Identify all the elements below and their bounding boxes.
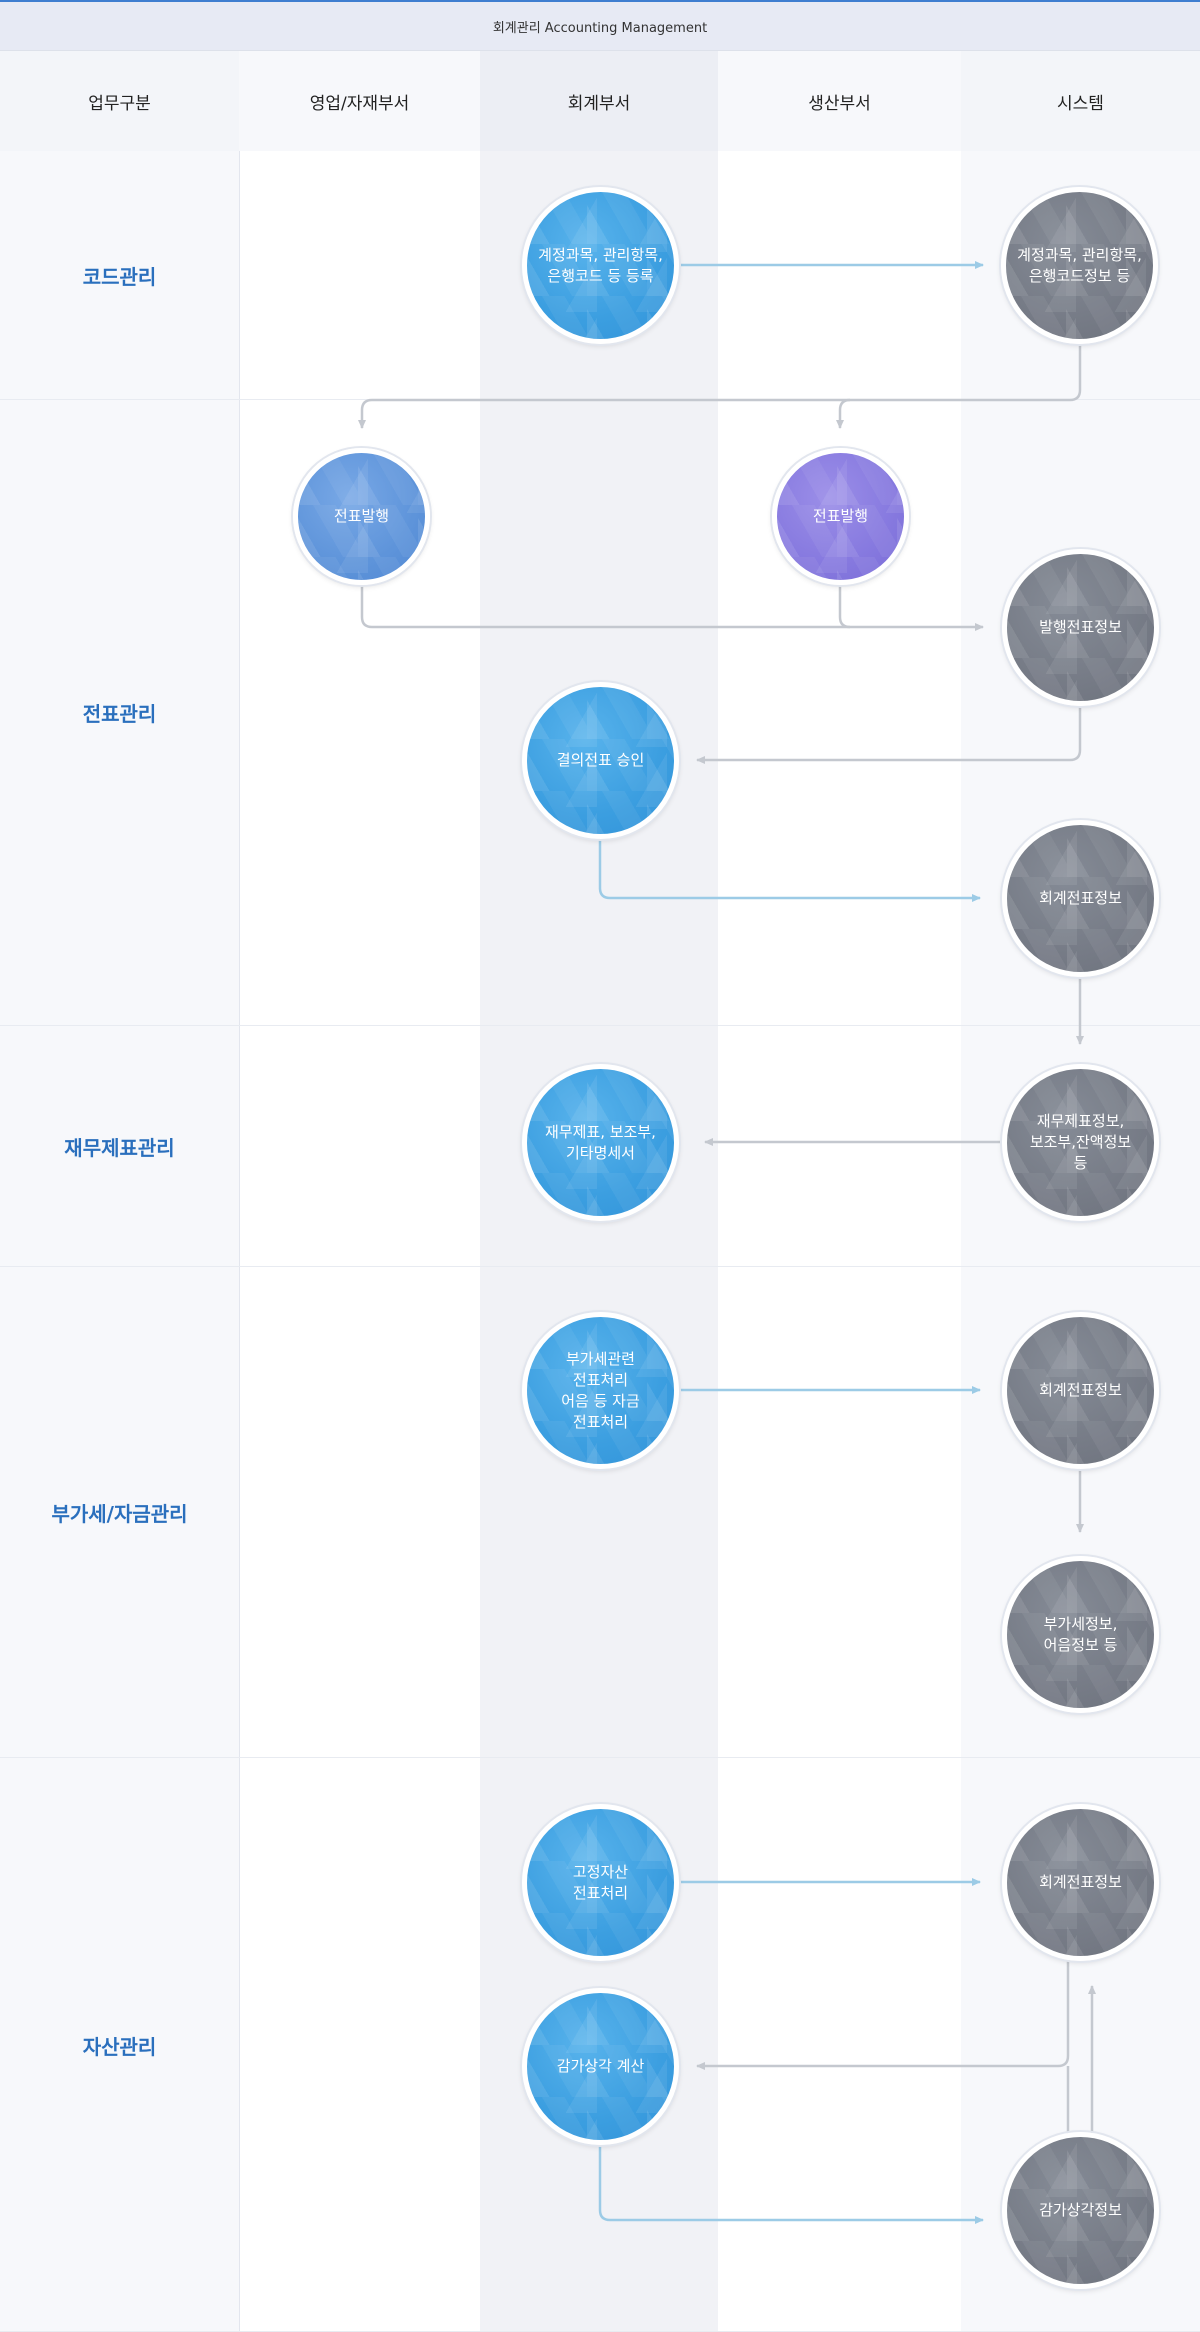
column-header-production: 생산부서 [718, 51, 961, 151]
row-label-voucher: 전표관리 [82, 702, 157, 726]
row-divider [0, 1266, 1200, 1267]
node-vat-accounting-info: 회계전표정보 [1002, 1312, 1159, 1469]
node-label: 재무제표정보, 보조부,잔액정보 등 [1029, 1112, 1132, 1172]
node-label: 전표발행 [333, 507, 390, 525]
node-financial-statements-info: 재무제표정보, 보조부,잔액정보 등 [1002, 1064, 1159, 1221]
node-accounting-voucher-info: 회계전표정보 [1002, 820, 1159, 977]
arrow-depreciation-to-depreciation-info [598, 2146, 984, 2224]
node-label: 결의전표 승인 [556, 751, 645, 769]
node-label: 회계전표정보 [1039, 1381, 1122, 1399]
row-label-code: 코드관리 [82, 264, 157, 289]
node-label: 발행전표정보 [1039, 618, 1122, 636]
column-header-system: 시스템 [961, 51, 1200, 151]
node-label: 계정과목, 관리항목, 은행코드 등 등록 [538, 245, 663, 285]
node-account-code-registration: 계정과목, 관리항목, 은행코드 등 등록 [522, 187, 679, 344]
column-bg-category [0, 151, 239, 2332]
column-header-row: 업무구분 영업/자재부서 회계부서 생산부서 시스템 [0, 50, 1200, 151]
node-vat-bill-info: 부가세정보, 어음정보 등 [1002, 1556, 1159, 1713]
arrow-vouchers-to-issued-info [360, 585, 984, 631]
node-depreciation-info: 감가상각정보 [1002, 2132, 1159, 2289]
arrow-production-voucher-join [838, 585, 851, 629]
arrow-issued-info-to-approval [696, 706, 1082, 764]
column-bg-system [961, 151, 1200, 2332]
row-label-assets: 자산관리 [82, 2034, 157, 2059]
row-divider [0, 1025, 1200, 1026]
node-label: 감가상각정보 [1039, 2201, 1122, 2219]
node-label: 감가상각 계산 [556, 2057, 645, 2075]
column-header-sales: 영업/자재부서 [239, 51, 480, 151]
column-bg-accounting [480, 151, 718, 2332]
arrow-accounting-info-to-depreciation [696, 1960, 1070, 2070]
column-header-category: 업무구분 [0, 51, 239, 151]
node-issued-voucher-info: 발행전표정보 [1002, 549, 1159, 706]
node-depreciation-calculation: 감가상각 계산 [522, 1988, 679, 2145]
arrow-approval-to-accounting-info [598, 838, 981, 902]
node-label: 회계전표정보 [1039, 1873, 1122, 1891]
row-divider [0, 1757, 1200, 1758]
page-title: 회계관리 Accounting Management [0, 0, 1200, 50]
column-divider [239, 50, 240, 2332]
arrow-code-info-to-sales-voucher [358, 344, 1082, 429]
node-label: 회계전표정보 [1039, 889, 1122, 907]
node-account-code-info: 계정과목, 관리항목, 은행코드정보 등 [1001, 187, 1158, 344]
column-header-accounting: 회계부서 [480, 51, 718, 151]
node-sales-voucher-issue: 전표발행 [293, 448, 430, 585]
node-label: 전표발행 [812, 507, 869, 525]
node-label: 재무제표, 보조부, 기타명세서 [545, 1122, 656, 1162]
row-label-vat-funds: 부가세/자금관리 [51, 1501, 188, 1526]
node-label: 고정자산 전표처리 [572, 1862, 629, 1902]
node-label: 부가세정보, 어음정보 등 [1043, 1614, 1118, 1654]
node-label: 부가세관련 전표처리 어음 등 자금 전표처리 [561, 1349, 640, 1431]
node-asset-accounting-info: 회계전표정보 [1002, 1804, 1159, 1961]
node-voucher-approval: 결의전표 승인 [522, 682, 679, 839]
arrow-code-info-to-production-voucher [836, 398, 851, 429]
node-production-voucher-issue: 전표발행 [772, 448, 909, 585]
node-label: 계정과목, 관리항목, 은행코드정보 등 [1017, 245, 1142, 285]
node-vat-funds-processing: 부가세관련 전표처리 어음 등 자금 전표처리 [522, 1312, 679, 1469]
node-financial-statements: 재무제표, 보조부, 기타명세서 [522, 1064, 679, 1221]
node-fixed-asset-processing: 고정자산 전표처리 [522, 1804, 679, 1961]
row-label-financial-statements: 재무제표관리 [64, 1135, 175, 1160]
